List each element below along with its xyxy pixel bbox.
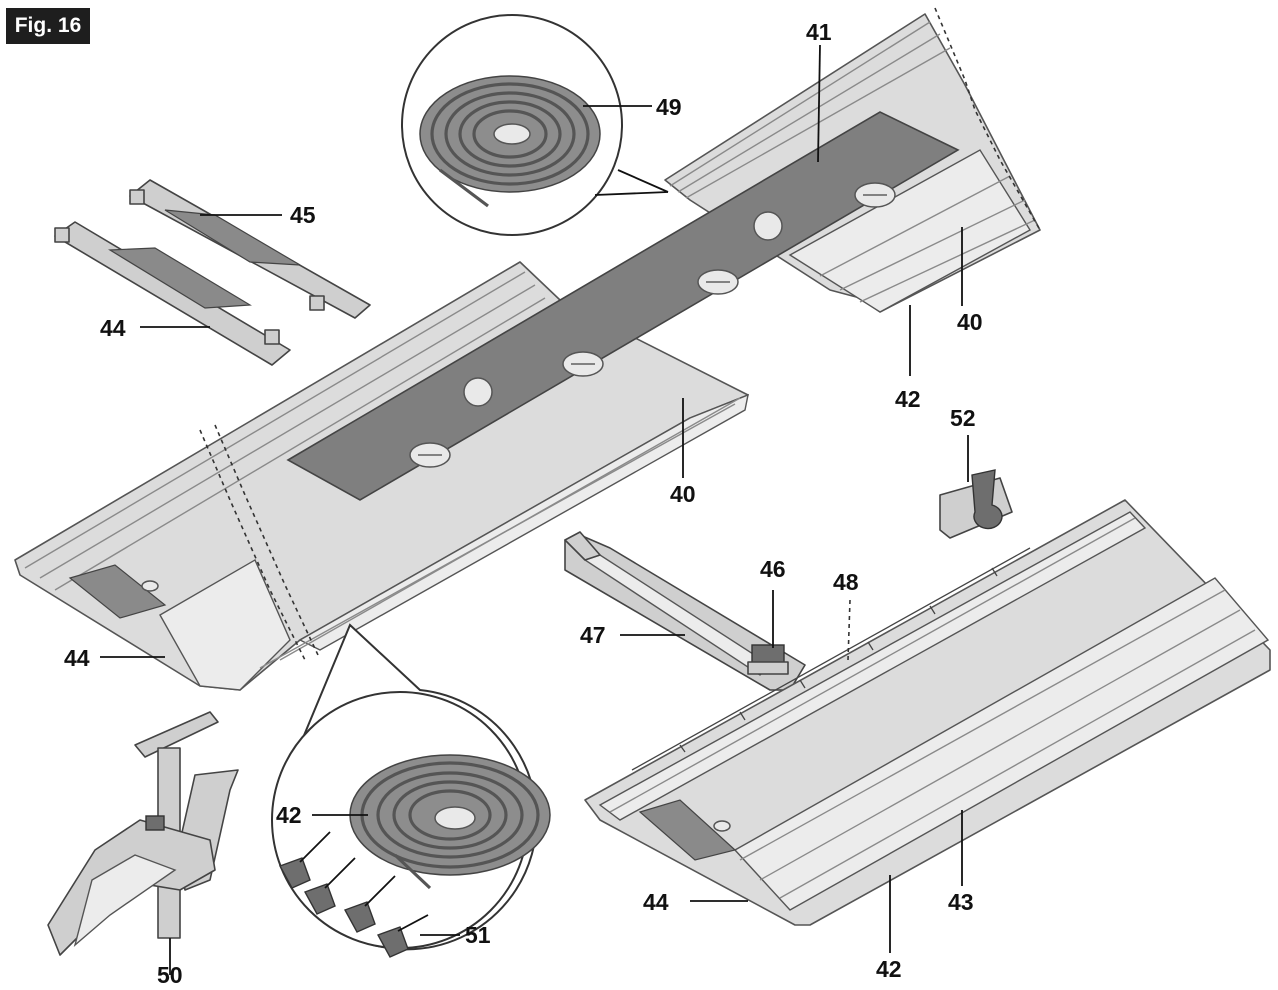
callout-40-center: 40 xyxy=(670,481,696,507)
lower-guide-rail xyxy=(584,499,1271,926)
plate-screw-1 xyxy=(409,442,451,468)
wing-screw-4 xyxy=(376,914,429,958)
callout-52: 52 xyxy=(950,405,976,431)
callout-43: 43 xyxy=(948,889,974,915)
stop-52 xyxy=(939,435,1013,539)
detail-circle-49 xyxy=(401,14,669,236)
callout-51: 51 xyxy=(465,922,491,948)
clamp-50 xyxy=(47,711,239,975)
figure-label: Fig. 16 xyxy=(6,8,90,44)
callout-50: 50 xyxy=(157,962,183,988)
leader-41 xyxy=(817,44,821,163)
callout-42-upper: 42 xyxy=(895,386,921,412)
callout-40-right: 40 xyxy=(957,309,983,335)
callout-44-left: 44 xyxy=(64,645,90,671)
callout-42-lower: 42 xyxy=(876,956,902,982)
detail-circle-42-51 xyxy=(271,623,551,958)
wing-screw-2 xyxy=(303,857,356,915)
angle-guide-47 xyxy=(564,531,806,691)
callout-46: 46 xyxy=(760,556,786,582)
callout-49: 49 xyxy=(656,94,682,120)
callout-48: 48 xyxy=(833,569,859,595)
connector-plate xyxy=(286,111,960,501)
callout-47: 47 xyxy=(580,622,606,648)
wing-screw-1 xyxy=(278,831,331,889)
end-cap-45 xyxy=(129,179,371,319)
lock-knob-46 xyxy=(747,644,789,675)
callout-44-lower: 44 xyxy=(643,889,669,915)
plate-screw-4 xyxy=(854,182,896,208)
callout-45: 45 xyxy=(290,202,316,228)
callout-44-top: 44 xyxy=(100,315,126,341)
wing-screw-3 xyxy=(343,875,396,933)
end-cap-44-top xyxy=(54,221,291,366)
callout-42-detail: 42 xyxy=(276,802,302,828)
plate-screw-3 xyxy=(697,269,739,295)
callout-41: 41 xyxy=(806,19,832,45)
plate-screw-2 xyxy=(562,351,604,377)
